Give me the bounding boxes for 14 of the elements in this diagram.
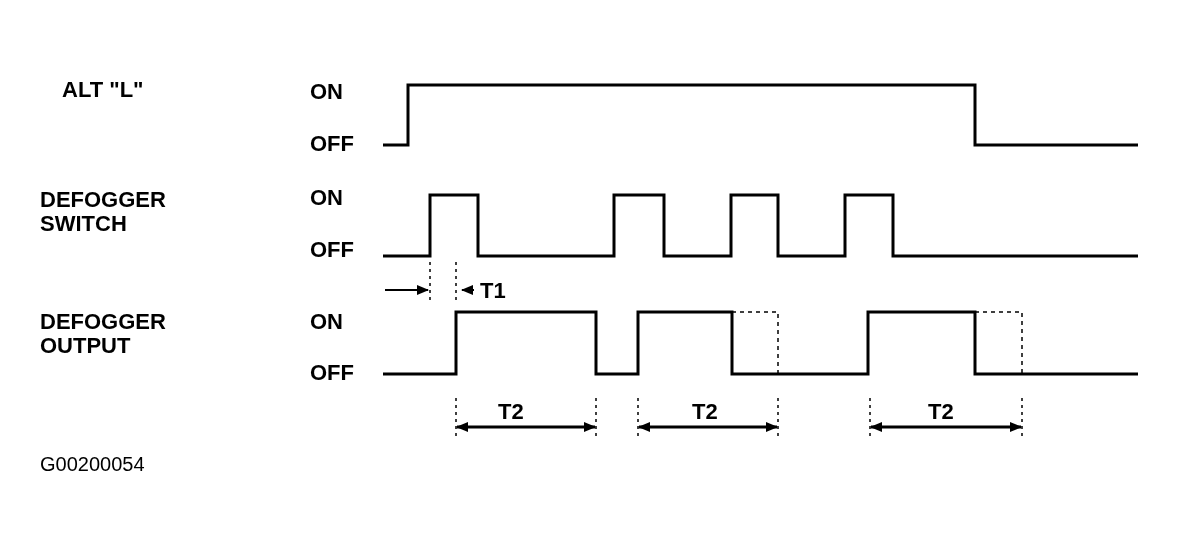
signal-name: ALT "L" <box>62 78 145 102</box>
timing-label: T2 <box>498 400 524 424</box>
figure-code: G00200054 <box>40 452 145 476</box>
timing-label: T2 <box>692 400 718 424</box>
timing-label: T2 <box>928 400 954 424</box>
state-label: OFF <box>310 361 354 385</box>
timing-label: T1 <box>480 279 506 303</box>
state-label: OFF <box>310 132 354 156</box>
state-label: ON <box>310 80 343 104</box>
state-label: OFF <box>310 238 354 262</box>
signal-name: DEFOGGER OUTPUT <box>40 310 167 358</box>
state-label: ON <box>310 186 343 210</box>
signal-name: DEFOGGER SWITCH <box>40 188 167 236</box>
state-label: ON <box>310 310 343 334</box>
